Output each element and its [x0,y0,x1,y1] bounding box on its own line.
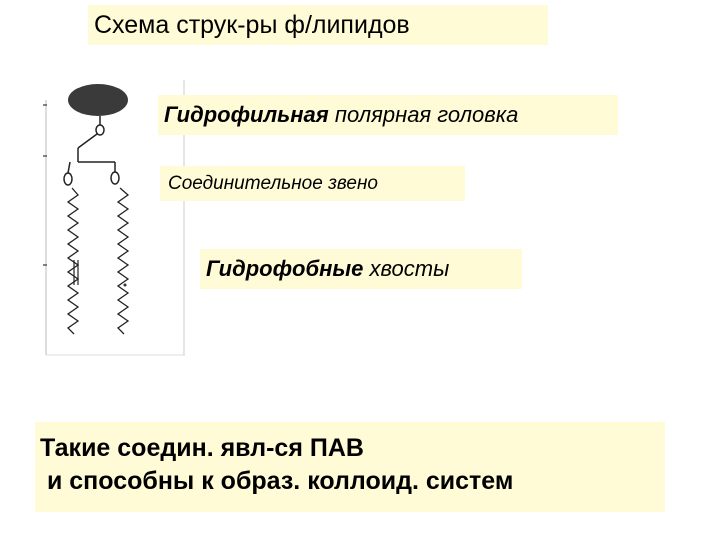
surfactant-note: Такие соедин. явл-ся ПАВ и способны к об… [35,422,665,512]
note-line-1: Такие соедин. явл-ся ПАВ [40,434,364,462]
dot-mark [123,283,127,287]
linker-label: Соединительное звено [160,166,465,201]
ester-oxygen-right [110,171,120,185]
hydrophilic-head-label: Гидрофильная полярная головка [158,95,618,135]
polar-head-shape [68,84,128,116]
hydrophobic-tail-right [116,187,130,335]
diagram-title: Схема струк-ры ф/липидов [88,5,548,45]
ester-oxygen-left [63,172,73,186]
link-bond-left [77,133,98,149]
hydrophobic-tails-label: Гидрофобные хвосты [200,249,522,289]
tail-label-bold: Гидрофобные [206,256,364,281]
head-oxygen-atom [95,124,105,136]
note-line-2: и способны к образ. коллоид. систем [40,467,514,495]
head-label-bold: Гидрофильная [164,102,329,127]
tail-label-rest: хвосты [363,256,450,281]
hydrophobic-tail-left [66,187,80,335]
link-bond-tail-left [67,161,71,174]
head-label-rest: полярная головка [328,102,519,127]
